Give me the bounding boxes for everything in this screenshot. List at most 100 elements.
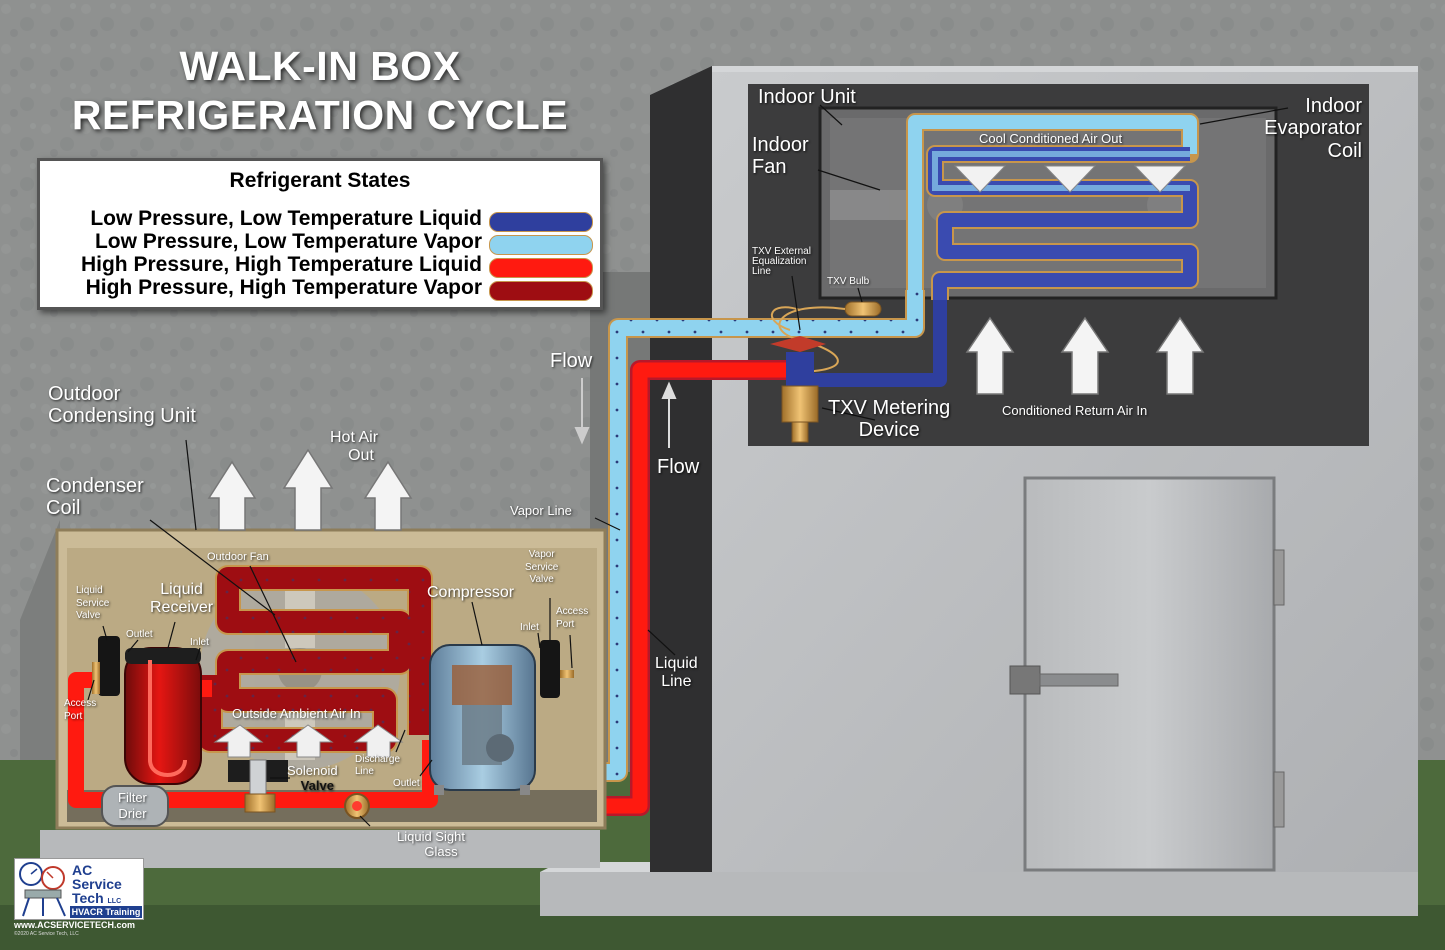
label-solenoid-valve: Solenoid Valve [287, 763, 338, 793]
walkin-side-shadow [650, 66, 712, 872]
label-access-port-left: Access Port [64, 698, 96, 723]
label-outside-ambient-air: Outside Ambient Air In [232, 706, 361, 721]
label-outdoor-line1: Outdoor [48, 383, 121, 405]
label-apl-line2: Port [64, 710, 83, 722]
flow-down-arrow [574, 378, 590, 445]
label-outdoor-line2: Condensing Unit [48, 405, 196, 428]
txv-outlet-line [800, 300, 947, 387]
label-sight-line2: Glass [424, 843, 458, 859]
label-liquid-line1: Liquid [655, 655, 698, 672]
label-evap-line2: Evaporator [1264, 117, 1362, 140]
label-vsv-line3: Valve [529, 574, 554, 585]
label-lsv-line1: Liquid [76, 585, 103, 596]
label-receiver-outlet: Outlet [126, 629, 153, 640]
door-handle[interactable] [1039, 673, 1119, 687]
legend-label-hpht-vapor: High Pressure, High Temperature Vapor [85, 276, 482, 299]
label-compressor-outlet: Outlet [393, 778, 420, 789]
label-liquid-line2: Line [661, 672, 692, 690]
legend-label-lplt-liquid: Low Pressure, Low Temperature Liquid [90, 207, 482, 230]
label-liquid-receiver: Liquid Receiver [150, 581, 213, 617]
legend-swatch-lplt-vapor [489, 235, 593, 255]
legend-label-lplt-vapor: Low Pressure, Low Temperature Vapor [94, 230, 482, 253]
label-indoor-fan-line1: Indoor [752, 134, 809, 156]
txv-valve [770, 336, 826, 443]
evaporator-coil [906, 113, 1199, 300]
label-solenoid-line1: Solenoid [287, 763, 338, 778]
legend-swatch-lplt-liquid [489, 212, 593, 232]
label-hot-air-line1: Hot Air [330, 429, 379, 446]
label-compressor: Compressor [427, 584, 515, 601]
logo-subtitle: HVACR Training [70, 906, 142, 918]
page-title: WALK-IN BOX REFRIGERATION CYCLE [40, 42, 600, 140]
label-outdoor-condensing-unit: Outdoor Condensing Unit [48, 383, 196, 428]
label-filter-drier: Filter Drier [118, 790, 147, 823]
label-apr-line1: Access [556, 606, 589, 617]
label-return-air-in: Conditioned Return Air In [1002, 403, 1148, 418]
label-liquid-sight-glass: Liquid Sight Glass [397, 829, 465, 859]
label-apl-line1: Access [64, 698, 97, 709]
door-handle-base[interactable] [1009, 665, 1041, 695]
legend-label-hpht-liquid: High Pressure, High Temperature Liquid [80, 253, 482, 276]
label-txv-metering-device: TXV Metering Device [828, 397, 950, 442]
liquid-receiver [124, 647, 202, 785]
logo-name-line1: AC [72, 862, 93, 878]
label-drier-line2: Drier [118, 806, 147, 822]
label-solenoid-line2: Valve [300, 777, 334, 793]
legend-swatch-hpht-liquid [489, 258, 593, 278]
label-compressor-inlet: Inlet [520, 622, 539, 633]
logo-url[interactable]: www.ACSERVICETECH.com [14, 920, 136, 930]
label-drier-line1: Filter [118, 790, 147, 805]
label-evap-line1: Indoor [1305, 95, 1362, 117]
ground-shadow [0, 905, 1445, 950]
label-lsv-line3: Valve [76, 610, 101, 621]
legend-swatch-hpht-vapor [489, 281, 593, 301]
liquid-service-valve [92, 636, 120, 696]
gauge-icon [19, 862, 66, 917]
ambient-air-arrows [213, 724, 404, 758]
label-discharge-line1: Discharge [355, 754, 401, 765]
box-concrete-pad [540, 872, 1418, 916]
logo-name-line2: Service [72, 876, 122, 892]
label-discharge-line: Discharge Line [355, 754, 400, 777]
logo-name: AC Service Tech LLC [72, 863, 122, 909]
compressor [429, 644, 536, 795]
liquid-sight-glass [344, 793, 370, 819]
label-receiver-line1: Liquid [160, 581, 203, 598]
title-line-1: WALK-IN BOX [179, 43, 461, 89]
label-cool-air-out: Cool Conditioned Air Out [979, 131, 1123, 146]
walkin-box-top-edge [712, 66, 1418, 72]
label-vsv-line2: Service [525, 561, 559, 573]
label-flow-up: Flow [657, 456, 700, 478]
filter-drier [101, 785, 169, 827]
cool-air-out-arrows [953, 165, 1187, 193]
door-hinge-bottom [1273, 771, 1285, 828]
door-hinge-top [1273, 549, 1285, 606]
hot-air-out-arrows [207, 448, 413, 531]
condenser-coil [197, 565, 433, 753]
label-sight-line1: Liquid Sight [397, 829, 465, 844]
label-indoor-fan-line2: Fan [752, 156, 787, 179]
company-logo: AC Service Tech LLC HVACR Training [14, 858, 144, 920]
logo-llc: LLC [107, 898, 122, 905]
label-access-port-right: Access Port [556, 606, 588, 631]
label-vapor-line: Vapor Line [510, 503, 572, 518]
label-txv-bulb: TXV Bulb [827, 276, 870, 287]
logo-copyright: ©2020 AC Service Tech, LLC [14, 931, 79, 937]
label-flow-down: Flow [550, 350, 593, 372]
label-condenser-line2: Coil [46, 497, 81, 520]
return-air-arrows [965, 316, 1205, 395]
cu-liquid-line [68, 672, 438, 808]
label-vsv-line1: Vapor [528, 549, 555, 560]
label-condenser-coil: Condenser Coil [46, 475, 144, 520]
label-liquid-service-valve: Liquid Service Valve [76, 585, 109, 623]
label-discharge-line2: Line [355, 765, 374, 777]
label-outdoor-fan: Outdoor Fan [207, 551, 269, 563]
label-txv-line2: Device [858, 419, 920, 442]
label-lsv-line2: Service [76, 597, 110, 609]
label-indoor-unit: Indoor Unit [758, 86, 856, 108]
label-indoor-evaporator-coil: Indoor Evaporator Coil [1244, 95, 1362, 162]
label-evap-line3: Coil [1327, 139, 1362, 162]
label-eq-line1: TXV External [752, 246, 811, 257]
legend: Refrigerant States Low Pressure, Low Tem… [37, 158, 603, 310]
title-line-2: REFRIGERATION CYCLE [71, 92, 569, 139]
